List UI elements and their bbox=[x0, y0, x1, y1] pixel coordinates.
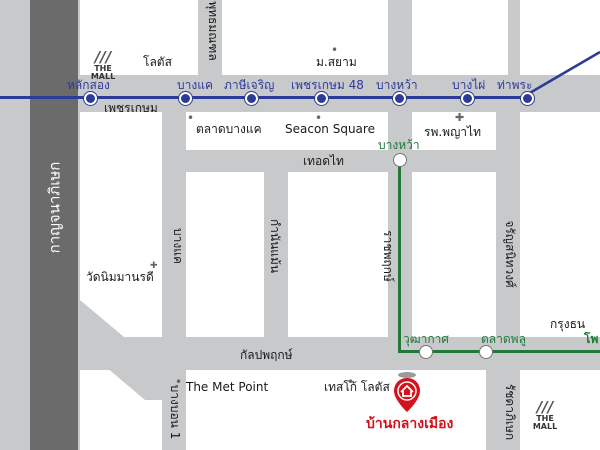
mrt-line-vertical bbox=[398, 160, 401, 352]
target-shadow bbox=[398, 372, 416, 378]
the-mall-logo-icon: /// bbox=[536, 398, 554, 416]
road-label-ratchadaphisek: รัชดาภิเษก bbox=[503, 383, 517, 441]
block bbox=[520, 112, 600, 337]
target-label: บ้านกลางเมือง bbox=[366, 416, 454, 432]
place-krung-thon: กรุงธน bbox=[550, 317, 586, 331]
road-label-kamnanmaen: กำนันแม้น bbox=[268, 218, 282, 274]
block bbox=[222, 0, 388, 75]
road-label-phetkasem: เพชรเกษม bbox=[104, 101, 158, 115]
block bbox=[520, 0, 600, 75]
place-seacon-square: Seacon Square bbox=[285, 122, 375, 136]
place-talat-bang-khae: ตลาดบางแค bbox=[196, 122, 262, 136]
bts-station-bang-phai[interactable] bbox=[461, 92, 474, 105]
bts-label-lak-song: หลักสอง bbox=[67, 78, 110, 92]
block bbox=[186, 370, 486, 450]
block bbox=[412, 0, 508, 75]
the-mall-logo: /// THE MALL bbox=[532, 400, 558, 431]
bts-label-phetkasem-48: เพชรเกษม 48 bbox=[291, 78, 364, 92]
bts-station-bang-khae[interactable] bbox=[179, 92, 192, 105]
mrt-station-bang-wa[interactable] bbox=[393, 153, 407, 167]
block bbox=[412, 172, 496, 337]
mrt-label-partial: โพ bbox=[584, 332, 599, 346]
temple-icon: ✚ bbox=[150, 261, 158, 271]
place-wat-nimmanoradee: วัดนิมมานรดี bbox=[86, 270, 154, 284]
mrt-station-wutthakat[interactable] bbox=[419, 345, 433, 359]
bts-station-bang-wa[interactable] bbox=[393, 92, 406, 105]
mrt-label-talat-phlu: ตลาดพลู bbox=[481, 332, 526, 346]
poi-marker-icon: • bbox=[347, 375, 355, 389]
bts-label-bang-khae: บางแค bbox=[177, 78, 213, 92]
bts-label-bang-wa: บางหว้า bbox=[376, 78, 418, 92]
target-marker-icon[interactable] bbox=[392, 376, 422, 414]
place-lotus: โลตัส bbox=[143, 55, 172, 69]
bts-station-phetkasem-48[interactable] bbox=[315, 92, 328, 105]
bts-label-phasi-charoen: ภาษีเจริญ bbox=[224, 78, 275, 92]
the-mall-logo-text: THE MALL bbox=[90, 64, 116, 81]
mrt-station-talat-phlu[interactable] bbox=[479, 345, 493, 359]
block bbox=[520, 370, 600, 450]
the-mall-logo-text: THE MALL bbox=[532, 414, 558, 431]
bts-station-tha-phra[interactable] bbox=[521, 92, 534, 105]
road-label-kanchanaphisek: กาญจนาภิเษก bbox=[45, 161, 64, 254]
bts-label-bang-phai: บางไผ่ bbox=[452, 78, 486, 92]
bts-station-lak-song[interactable] bbox=[84, 92, 97, 105]
block bbox=[412, 112, 496, 150]
poi-marker-icon: • bbox=[187, 111, 195, 125]
bts-label-tha-phra: ท่าพระ bbox=[497, 78, 533, 92]
road-label-phuttamonthon: พุทธมณฑล bbox=[206, 1, 220, 61]
block bbox=[186, 112, 388, 150]
block bbox=[288, 172, 388, 337]
place-siam-university: ม.สยาม bbox=[316, 55, 357, 69]
place-the-met-point: The Met Point bbox=[186, 380, 269, 394]
mrt-label-bang-wa: บางหว้า bbox=[378, 138, 420, 152]
road-label-charansanitwong: จรัญสนิทวงศ์ bbox=[503, 220, 517, 288]
diagonal-road-northeast bbox=[527, 50, 600, 96]
mrt-line-horizontal bbox=[398, 350, 600, 353]
place-tesco-lotus: เทสโก้ โลตัส bbox=[324, 380, 390, 394]
poi-marker-icon: • bbox=[315, 111, 323, 125]
bts-station-phasi-charoen[interactable] bbox=[245, 92, 258, 105]
road-label-bangkhae: บางแค bbox=[171, 228, 185, 264]
place-phyathai-hospital: รพ.พญาไท bbox=[424, 125, 481, 139]
road-label-thoetthai: เทอดไท bbox=[303, 154, 344, 168]
bts-line bbox=[0, 96, 530, 99]
block bbox=[80, 0, 198, 75]
road-label-ratchaphruek: ราชพฤกษ์ bbox=[381, 230, 395, 282]
road-label-kanlapaphruek: กัลปพฤกษ์ bbox=[240, 348, 293, 362]
the-mall-logo: /// THE MALL bbox=[90, 50, 116, 81]
the-mall-logo-icon: /// bbox=[94, 48, 112, 66]
block bbox=[186, 172, 264, 337]
block bbox=[80, 112, 162, 337]
poi-marker-icon: • bbox=[331, 43, 339, 57]
hospital-icon: ✚ bbox=[455, 111, 465, 124]
kanchanaphisek-highway bbox=[30, 0, 78, 450]
poi-marker-icon: • bbox=[175, 375, 183, 389]
mrt-label-wutthakat: วุฒากาศ bbox=[403, 332, 449, 346]
diagonal-road-southwest bbox=[80, 300, 175, 400]
